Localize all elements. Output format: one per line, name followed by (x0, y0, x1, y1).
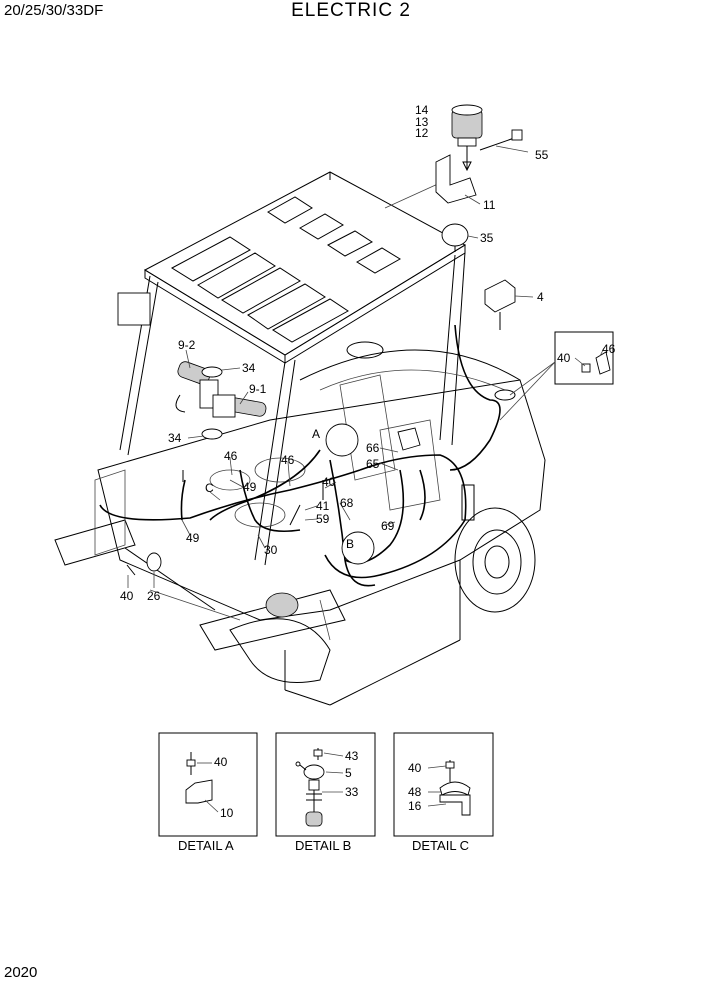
callout-13: 13 (415, 115, 429, 129)
callout-40-mid: 40 (322, 475, 336, 489)
page-title: ELECTRIC 2 (291, 0, 411, 21)
detail-a: 40 10 DETAIL A (158, 732, 258, 853)
detail-b-label-33: 33 (345, 785, 359, 799)
callout-12: 12 (415, 126, 429, 140)
callout-detail-a-ref: A (312, 427, 320, 441)
callout-detail-c-ref: C (205, 481, 214, 495)
callout-68: 68 (340, 496, 354, 510)
callout-34-top: 34 (242, 361, 256, 375)
callout-30: 30 (264, 543, 278, 557)
callout-69: 69 (381, 519, 395, 533)
callout-detail-b-ref: B (346, 537, 354, 551)
callout-55: 55 (535, 148, 549, 162)
callout-35: 35 (480, 231, 494, 245)
detail-b: 43 5 33 DETAIL B (275, 732, 376, 853)
callout-59: 59 (316, 512, 330, 526)
callout-labels: 14 13 12 55 11 35 4 46 40 9-2 34 9-1 34 … (120, 103, 616, 603)
callout-65: 65 (366, 457, 380, 471)
detail-b-caption: DETAIL B (295, 838, 351, 853)
callout-40-horn: 40 (120, 589, 134, 603)
page-number: 2020 (4, 964, 38, 981)
callout-46-left: 46 (224, 449, 238, 463)
callout-14: 14 (415, 103, 429, 117)
callout-46-mid: 46 (281, 453, 295, 467)
callout-26: 26 (147, 589, 161, 603)
callout-9-2: 9-2 (178, 338, 196, 352)
detail-a-label-40: 40 (214, 755, 228, 769)
wiring-harness (99, 324, 501, 587)
callout-40-detail-ref: 40 (557, 351, 571, 365)
callout-46-detail-ref: 46 (602, 342, 616, 356)
callout-66: 66 (366, 441, 380, 455)
detail-a-caption: DETAIL A (178, 838, 234, 853)
callout-41: 41 (316, 499, 330, 513)
callout-49-lower: 49 (186, 531, 200, 545)
leader-lines (127, 145, 605, 588)
detail-b-label-43: 43 (345, 749, 359, 763)
detail-c-caption: DETAIL C (412, 838, 469, 853)
callout-11: 11 (483, 198, 496, 212)
callout-4: 4 (537, 290, 544, 304)
overhead-guard (117, 171, 467, 566)
callout-34-bottom: 34 (168, 431, 182, 445)
parts (126, 104, 614, 576)
callout-49-upper: 49 (243, 480, 257, 494)
detail-b-label-5: 5 (345, 766, 352, 780)
detail-a-label-10: 10 (220, 806, 234, 820)
callout-9-1: 9-1 (249, 382, 267, 396)
detail-c: 40 48 16 DETAIL C (393, 732, 494, 853)
model-code: 20/25/30/33DF (4, 2, 104, 19)
truck-body (54, 341, 546, 706)
detail-c-label-40: 40 (408, 761, 422, 775)
detail-c-label-16: 16 (408, 799, 422, 813)
detail-c-label-48: 48 (408, 785, 422, 799)
